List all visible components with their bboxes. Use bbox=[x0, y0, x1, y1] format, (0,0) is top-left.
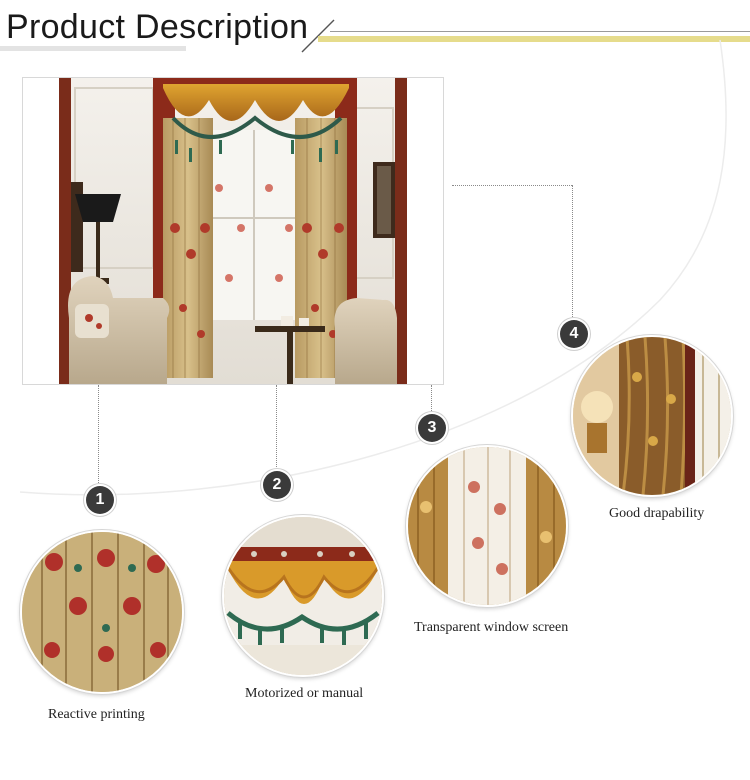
title-underline bbox=[0, 46, 186, 51]
sheer-curtain-closeup bbox=[408, 447, 566, 605]
detail-circle-drapability bbox=[571, 335, 733, 497]
detail-circle-reactive-printing bbox=[20, 530, 184, 694]
badge-3: 3 bbox=[418, 414, 446, 442]
embroidered-panel-closeup bbox=[22, 532, 182, 692]
drape-closeup bbox=[573, 337, 731, 495]
connector-3 bbox=[431, 385, 432, 413]
badge-1: 1 bbox=[86, 486, 114, 514]
main-curtain-photo bbox=[22, 77, 444, 385]
connector-2 bbox=[276, 385, 277, 471]
valance-closeup bbox=[224, 517, 382, 675]
connector-4-horizontal bbox=[452, 185, 572, 186]
caption-motorized-or-manual: Motorized or manual bbox=[245, 686, 364, 701]
connector-4-vertical bbox=[572, 185, 573, 317]
page-title: Product Description bbox=[6, 8, 309, 46]
header-gold-bar bbox=[318, 36, 750, 42]
caption-transparent-window-screen: Transparent window screen bbox=[414, 620, 569, 635]
header-rule bbox=[330, 31, 750, 32]
connector-1 bbox=[98, 385, 99, 485]
badge-2: 2 bbox=[263, 471, 291, 499]
living-room-image bbox=[23, 78, 443, 384]
badge-4: 4 bbox=[560, 320, 588, 348]
caption-reactive-printing: Reactive printing bbox=[48, 707, 145, 722]
detail-circle-window-screen bbox=[406, 445, 568, 607]
detail-circle-motorized bbox=[222, 515, 384, 677]
caption-good-drapability: Good drapability bbox=[609, 506, 705, 521]
